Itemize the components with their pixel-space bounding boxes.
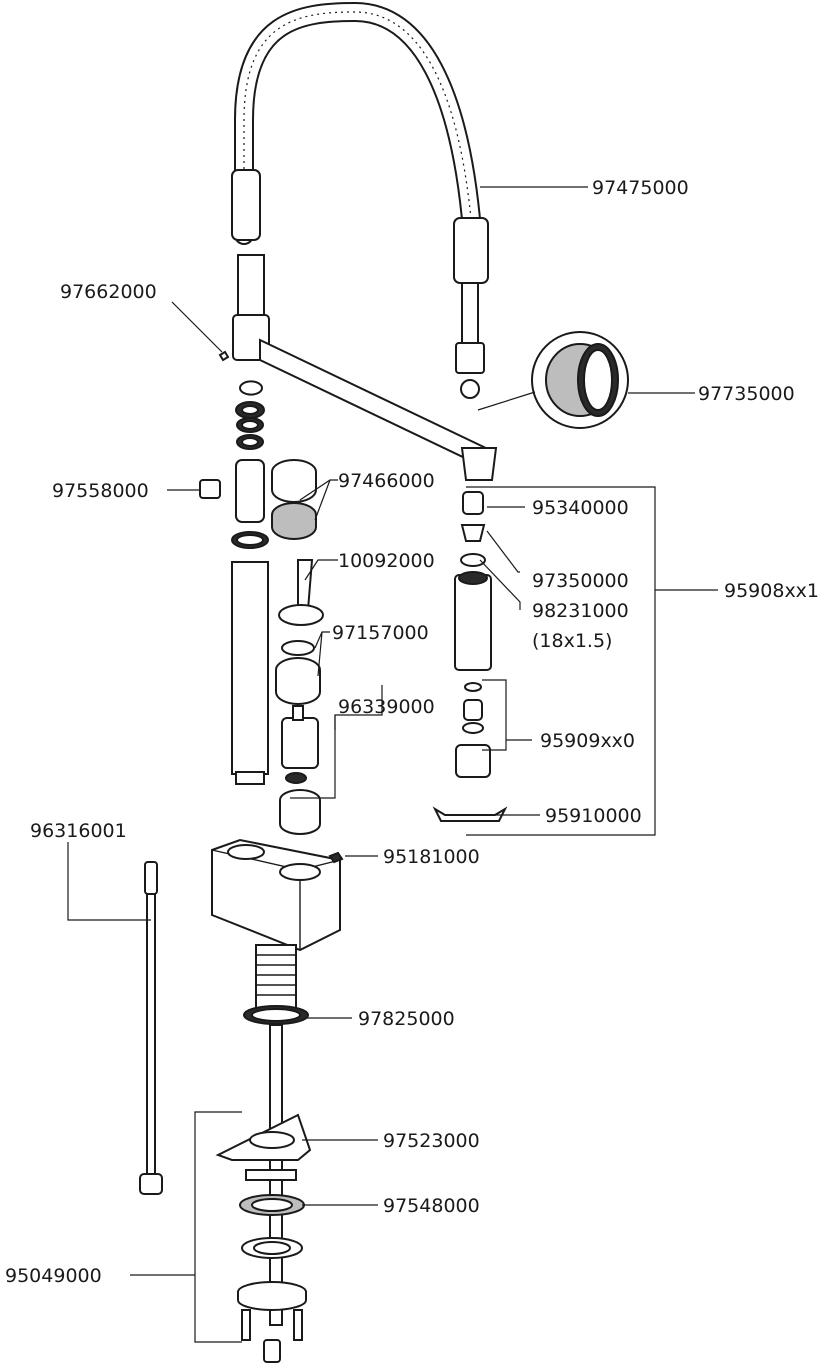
- label-96316001: 96316001: [30, 820, 127, 842]
- label-95910000: 95910000: [545, 805, 642, 827]
- label-97157000: 97157000: [332, 622, 429, 644]
- label-96339000: 96339000: [338, 696, 435, 718]
- label-97548000: 97548000: [383, 1195, 480, 1217]
- label-95181000: 95181000: [383, 846, 480, 868]
- body-block: [211, 838, 344, 1326]
- label-97523000: 97523000: [383, 1130, 480, 1152]
- pull-down-hose: [231, 1, 489, 399]
- mounting-hardware: [215, 1113, 312, 1363]
- label-97466000: 97466000: [338, 470, 435, 492]
- flex-hose-part: [139, 861, 163, 1195]
- strainer-detail: [531, 331, 629, 429]
- label-98231000: 98231000: [532, 600, 629, 622]
- part-labels: 97475000 97662000 97735000 97558000 9746…: [5, 177, 819, 1287]
- diverter-assembly: [199, 380, 269, 785]
- leader-lines: [67, 186, 718, 1343]
- label-10092000: 10092000: [338, 550, 435, 572]
- label-98231000-note: (18x1.5): [532, 630, 612, 652]
- label-95049000: 95049000: [5, 1265, 102, 1287]
- label-97350000: 97350000: [532, 570, 629, 592]
- label-97662000: 97662000: [60, 281, 157, 303]
- label-97475000: 97475000: [592, 177, 689, 199]
- label-95909xx0: 95909xx0: [540, 730, 635, 752]
- label-97735000: 97735000: [698, 383, 795, 405]
- label-97558000: 97558000: [52, 480, 149, 502]
- hand-shower-parts: [432, 491, 508, 822]
- spout-column: [218, 254, 498, 481]
- label-95908xx1: 95908xx1: [724, 580, 819, 602]
- label-97825000: 97825000: [358, 1008, 455, 1030]
- label-95340000: 95340000: [532, 497, 629, 519]
